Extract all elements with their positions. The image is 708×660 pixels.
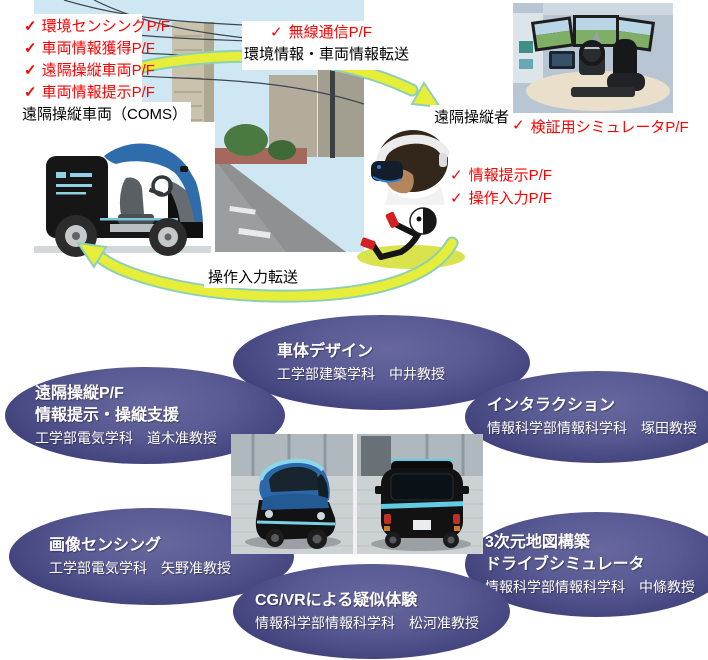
env-transfer-label: 環境情報・車両情報転送 bbox=[242, 44, 432, 65]
checklist-item: ✓ 車両情報獲得P/F bbox=[24, 38, 155, 60]
checklist-item: ✓ 環境センシングP/F bbox=[24, 16, 170, 38]
vehicle-label: 遠隔操縦車両（COMS） bbox=[18, 102, 192, 125]
check-icon: ✓ bbox=[512, 117, 525, 134]
simulator-item-label: 検証用シミュレータP/F bbox=[530, 119, 689, 136]
checklist-item-label: 情報提示P/F bbox=[468, 167, 552, 184]
group-affiliation: 情報科学部情報科学科 塚田教授 bbox=[487, 420, 697, 436]
comm-label-box: ✓ 無線通信P/F 環境情報・車両情報転送 bbox=[242, 21, 432, 70]
simulator-item: ✓ 検証用シミュレータP/F bbox=[512, 116, 689, 137]
coms-vehicle-illustration bbox=[30, 122, 215, 258]
coms-vehicles-photo bbox=[231, 434, 483, 554]
group-title: 画像センシング bbox=[49, 536, 162, 554]
checklist-item-label: 車両情報提示P/F bbox=[41, 84, 155, 101]
group-affiliation: 工学部電気学科 道木准教授 bbox=[35, 429, 217, 446]
wireless-item: ✓ 無線通信P/F bbox=[242, 22, 432, 44]
operator-label: 遠隔操縦者 bbox=[430, 105, 514, 128]
checklist-item: ✓ 遠隔操縦車両P/F bbox=[24, 60, 155, 82]
group-title: 車体デザイン bbox=[277, 342, 374, 360]
group-subtitle: ドライブシミュレータ bbox=[485, 555, 645, 573]
wireless-item-label: 無線通信P/F bbox=[288, 24, 372, 41]
check-icon: ✓ bbox=[24, 40, 37, 57]
group-ellipse-cg-vr: CG/VRによる疑似体験 情報科学部情報科学科 松河准教授 bbox=[233, 564, 510, 659]
driving-simulator-photo bbox=[513, 3, 673, 113]
checklist-item: ✓ 車両情報提示P/F bbox=[24, 82, 155, 104]
check-icon: ✓ bbox=[24, 84, 37, 101]
group-ellipse-3d-map: 3次元地図構築 ドライブシミュレータ 情報科学部情報科学科 中條教授 bbox=[465, 512, 708, 617]
checklist-item-label: 遠隔操縦車両P/F bbox=[41, 62, 155, 79]
check-icon: ✓ bbox=[450, 167, 463, 184]
operator-checklist: ✓ 情報提示P/F ✓ 操作入力P/F bbox=[450, 164, 552, 210]
checklist-item: ✓ 情報提示P/F bbox=[450, 164, 552, 187]
group-affiliation: 情報科学部情報科学科 松河准教授 bbox=[255, 614, 479, 631]
group-title: 3次元地図構築 bbox=[485, 533, 590, 551]
group-affiliation: 情報科学部情報科学科 中條教授 bbox=[485, 578, 695, 595]
checklist-item-label: 操作入力P/F bbox=[468, 190, 552, 207]
check-icon: ✓ bbox=[450, 190, 463, 207]
check-icon: ✓ bbox=[270, 24, 283, 41]
group-ellipse-interaction: インタラクション 情報科学部情報科学科 塚田教授 bbox=[465, 371, 708, 463]
checklist-item: ✓ 操作入力P/F bbox=[450, 187, 552, 210]
group-title: インタラクション bbox=[487, 397, 616, 414]
group-affiliation: 工学部電気学科 矢野准教授 bbox=[49, 559, 231, 576]
vehicle-checklist-panel: ✓ 環境センシングP/F ✓ 車両情報獲得P/F ✓ 遠隔操縦車両P/F ✓ 車… bbox=[20, 14, 170, 110]
group-subtitle: 情報提示・操縦支援 bbox=[35, 406, 180, 424]
group-title: CG/VRによる疑似体験 bbox=[255, 591, 418, 609]
group-title: 遠隔操縦P/F bbox=[35, 384, 124, 402]
group-affiliation: 工学部建築学科 中井教授 bbox=[277, 365, 445, 382]
checklist-item-label: 環境センシングP/F bbox=[41, 18, 170, 35]
control-transfer-label: 操作入力転送 bbox=[204, 265, 303, 288]
check-icon: ✓ bbox=[24, 62, 37, 79]
checklist-item-label: 車両情報獲得P/F bbox=[41, 40, 155, 57]
check-icon: ✓ bbox=[24, 18, 37, 35]
